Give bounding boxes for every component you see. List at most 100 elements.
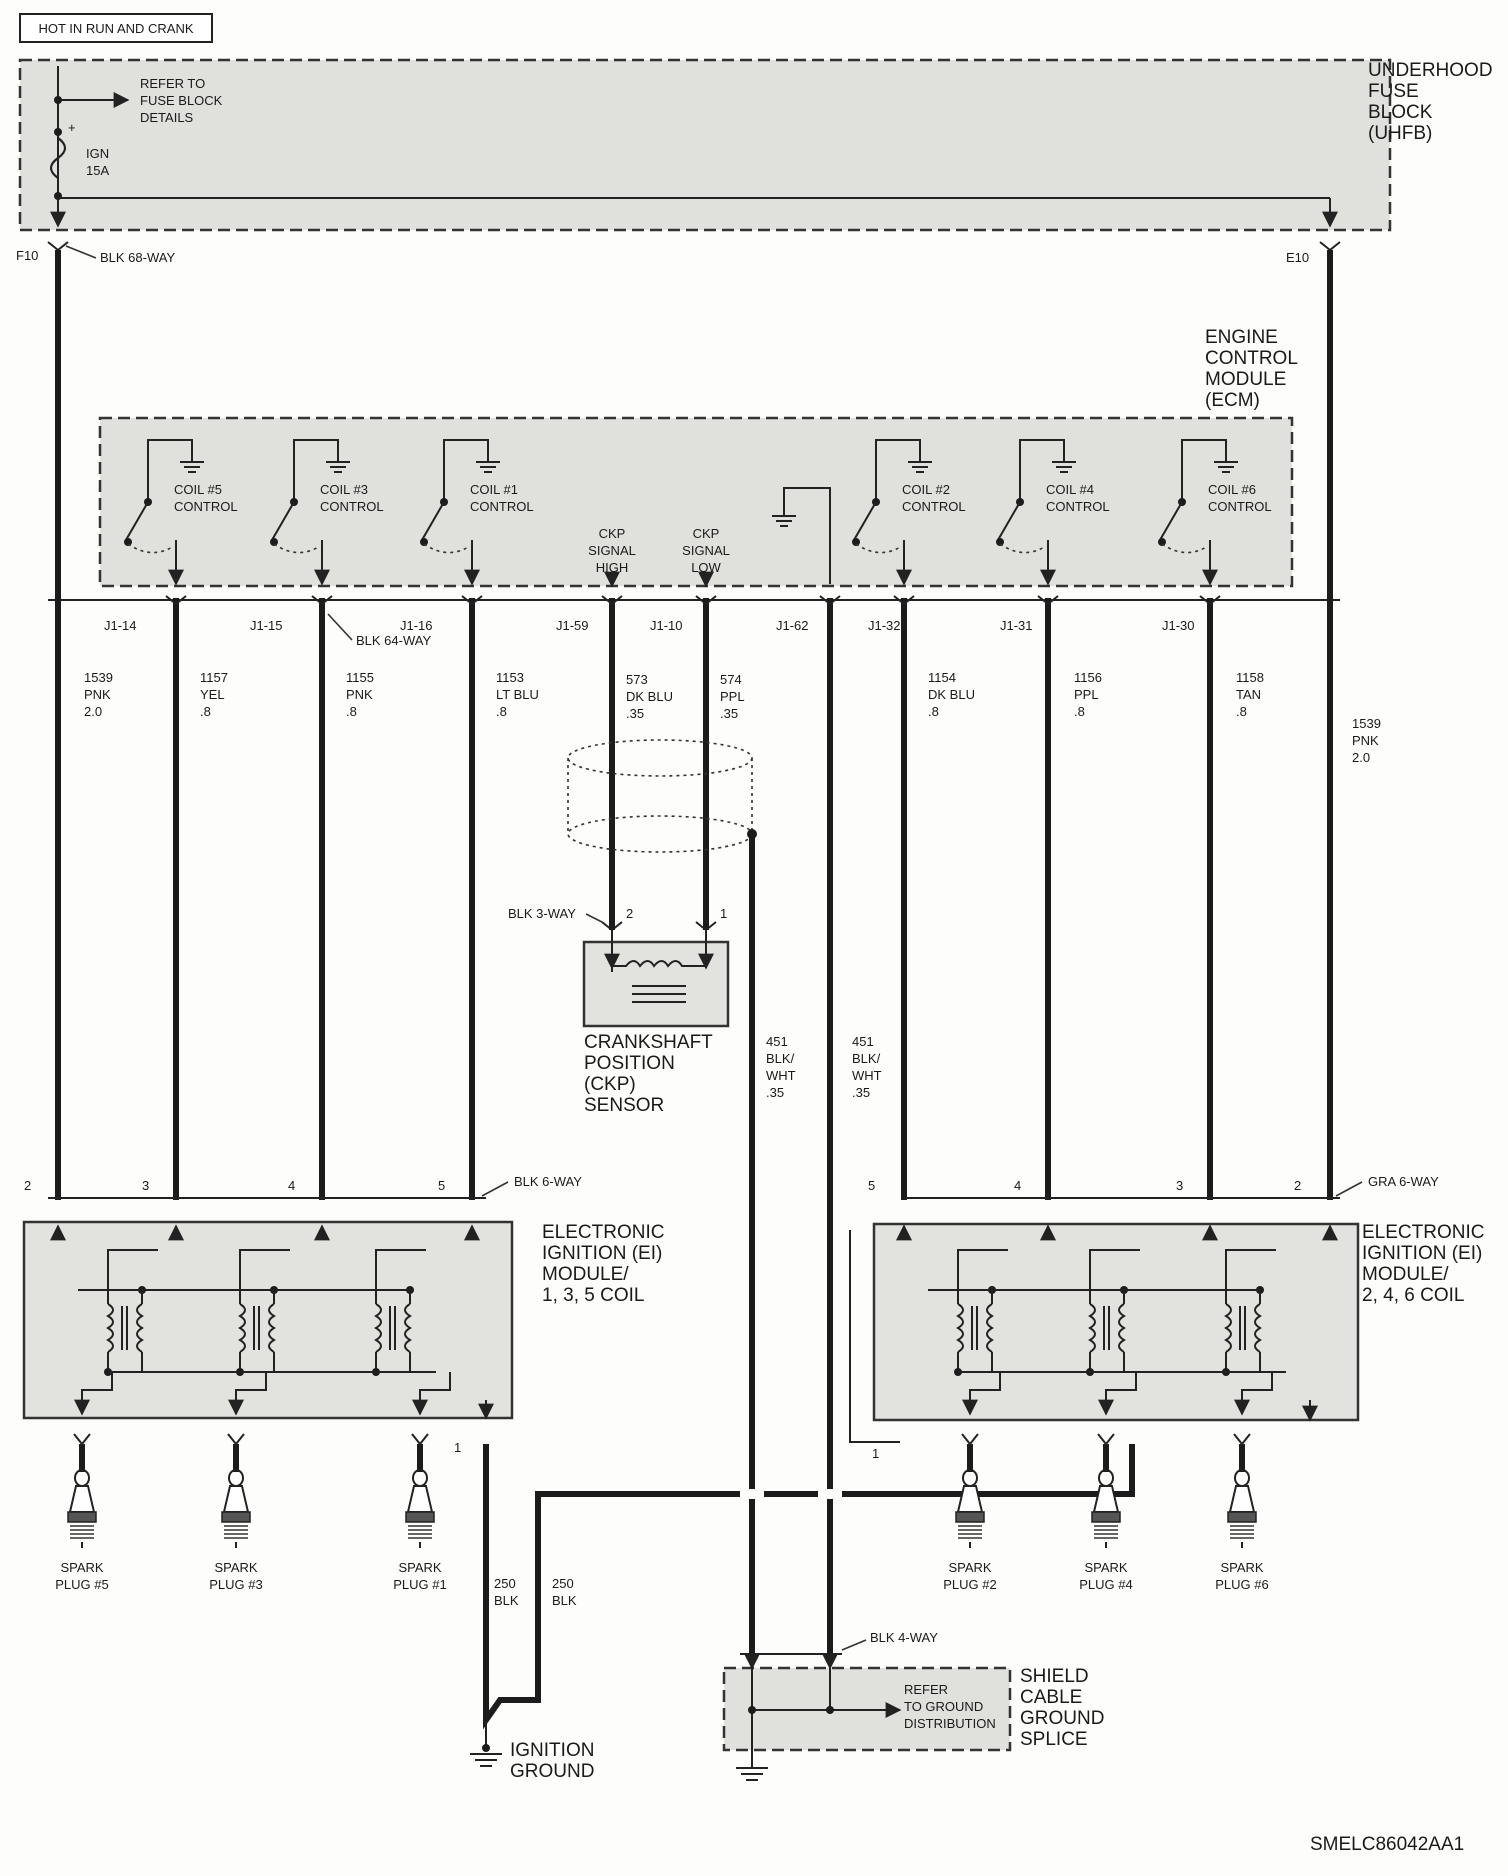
ei-right-pin-2: 2 [1294, 1178, 1301, 1193]
splice-label-2: CABLE [1020, 1687, 1082, 1708]
wire-label-451-l-color2: WHT [766, 1068, 796, 1083]
ckp-label-1: CRANKSHAFT [584, 1032, 713, 1053]
coil-control-name-6: COIL #6 [1208, 482, 1256, 497]
ei-right-pin-3: 3 [1176, 1178, 1183, 1193]
wire-label-1157-0: 1157 [200, 670, 228, 685]
wire-label-573-num: 573 [626, 672, 648, 687]
ei-left-connector: BLK 6-WAY 2 3 4 5 [24, 1174, 582, 1199]
wire-label-1158-0: 1158 [1236, 670, 1264, 685]
wire-label-451-r-color2: WHT [852, 1068, 882, 1083]
ckp-label-4: SENSOR [584, 1095, 664, 1116]
wire-label-1156-0: 1156 [1074, 670, 1102, 685]
pin-label-j1-59: J1-59 [556, 618, 589, 633]
coil-control-label-1: CONTROL [174, 499, 238, 514]
wire-label-574-num: 574 [720, 672, 742, 687]
ei-right-connector: GRA 6-WAY 5 4 3 2 [868, 1174, 1439, 1199]
wire-label-1155-0: 1155 [346, 670, 374, 685]
wire-label-1157-2: .8 [200, 704, 211, 719]
ei-right-label-1: ELECTRONIC [1362, 1222, 1484, 1243]
wire-label-451-l-num: 451 [766, 1034, 788, 1049]
ei-left-label-1: ELECTRONIC [542, 1222, 664, 1243]
pin-label-j1-30: J1-30 [1162, 618, 1195, 633]
spark-plug-label-1: SPARK [60, 1560, 103, 1575]
spark-plug-6: SPARK PLUG #6 [1215, 1433, 1269, 1592]
coil-control-label-3: CONTROL [470, 499, 534, 514]
ei-left-label-4: 1, 3, 5 COIL [542, 1285, 644, 1306]
spark-plug-number-4: PLUG #2 [943, 1577, 996, 1592]
splice-refer-1: REFER [904, 1682, 948, 1697]
coil-control-label-5: CONTROL [1046, 499, 1110, 514]
pin-label-j1-32: J1-32 [868, 618, 901, 633]
coil-control-name-4: COIL #2 [902, 482, 950, 497]
spark-plug-number-6: PLUG #6 [1215, 1577, 1268, 1592]
shield-cylinder [567, 739, 757, 853]
ignition-ground-label-1: IGNITION [510, 1740, 594, 1761]
ckp-connector: BLK 3-WAY 2 1 [508, 906, 727, 932]
wire-label-250-r-color: BLK [552, 1593, 577, 1608]
ecm-coil-driver-4: COIL #2 CONTROL [852, 439, 966, 586]
splice-label-4: SPLICE [1020, 1729, 1088, 1750]
uhfb-refer-3: DETAILS [140, 110, 194, 125]
spark-plug-number-3: PLUG #1 [393, 1577, 446, 1592]
pin-label-j1-16: J1-16 [400, 618, 433, 633]
wire-label-451-r-gauge: .35 [852, 1085, 870, 1100]
wire-label-1158-2: .8 [1236, 704, 1247, 719]
ei-right-label-3: MODULE/ [1362, 1264, 1449, 1285]
spark-plug-label-3: SPARK [398, 1560, 441, 1575]
wire-label-1153-0: 1153 [496, 670, 524, 685]
pin-label-j1-31: J1-31 [1000, 618, 1033, 633]
ei-left-pin-5: 5 [438, 1178, 445, 1193]
pin-label-j1-10: J1-10 [650, 618, 683, 633]
spark-plug-number-1: PLUG #5 [55, 1577, 108, 1592]
ei-right-label-2: IGNITION (EI) [1362, 1243, 1482, 1264]
wire-label-250-r-num: 250 [552, 1576, 574, 1591]
uhfb-label-1: UNDERHOOD [1368, 60, 1493, 81]
spark-plug-1: SPARK PLUG #5 [55, 1433, 109, 1592]
uhfb-label-4: (UHFB) [1368, 123, 1432, 144]
ckp-label-2: POSITION [584, 1053, 675, 1074]
wire-label-1539-r-num: 1539 [1352, 716, 1381, 731]
ei-left-label-3: MODULE/ [542, 1264, 629, 1285]
wire-label-1154-2: .8 [928, 704, 939, 719]
figure-id: SMELC86042AA1 [1310, 1834, 1464, 1855]
wire-label-573-gauge: .35 [626, 706, 644, 721]
spark-plug-number-5: PLUG #4 [1079, 1577, 1132, 1592]
ecm-label-1: ENGINE [1205, 327, 1278, 348]
wire-label-1154-0: 1154 [928, 670, 956, 685]
wire-label-1156-2: .8 [1074, 704, 1085, 719]
fuse-label: IGN [86, 146, 109, 161]
underhood-fuse-block: + REFER TO FUSE BLOCK DETAILS IGN 15A [18, 58, 1392, 232]
pin-e10: E10 [1286, 250, 1309, 265]
connector-64-way: BLK 64-WAY [356, 633, 431, 648]
uhfb-connector: F10 BLK 68-WAY E10 [16, 241, 1341, 265]
ei-module-left [22, 1220, 514, 1420]
ecm-label-2: CONTROL [1205, 348, 1298, 369]
wire-label-1155-2: .8 [346, 704, 357, 719]
splice-refer-3: DISTRIBUTION [904, 1716, 996, 1731]
pin-label-j1-14: J1-14 [104, 618, 137, 633]
wire-label-1153-1: LT BLU [496, 687, 539, 702]
fuse-rating: 15A [86, 163, 109, 178]
ecm-connector-ticks [165, 595, 1221, 606]
ei-module-right [872, 1222, 1360, 1422]
ignition-ground [470, 1720, 502, 1767]
wire-label-1157-1: YEL [200, 687, 225, 702]
pin-label-j1-15: J1-15 [250, 618, 283, 633]
connector-4-way: BLK 4-WAY [870, 1630, 938, 1645]
coil-control-label-4: CONTROL [902, 499, 966, 514]
ei-right-pin-4: 4 [1014, 1178, 1021, 1193]
connector-gra-6-way: GRA 6-WAY [1368, 1174, 1439, 1189]
ecm-label-3: MODULE [1205, 369, 1286, 390]
wire-label-1153-2: .8 [496, 704, 507, 719]
spark-plug-label-6: SPARK [1220, 1560, 1263, 1575]
